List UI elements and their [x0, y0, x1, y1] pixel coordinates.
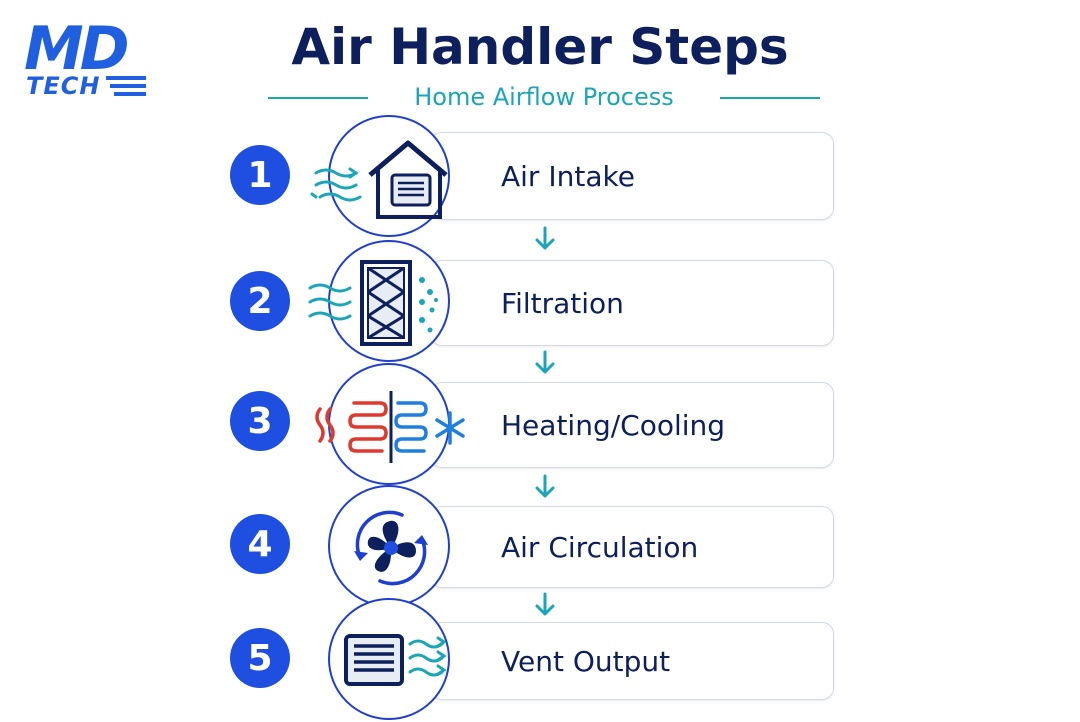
vent-icon	[344, 634, 447, 686]
step-number-badge-1: 1	[230, 145, 290, 205]
logo-speed-lines	[106, 76, 146, 100]
step-number-badge-3: 3	[230, 391, 290, 451]
step-card-5: Vent Output	[430, 622, 834, 700]
step-label-3: Heating/Cooling	[501, 408, 726, 442]
fan-icon	[354, 510, 428, 586]
subtitle-row: Home Airflow Process	[268, 82, 820, 112]
subtitle-rule-left	[268, 97, 368, 99]
step-number-badge-5: 5	[230, 628, 290, 688]
step-card-4: Air Circulation	[430, 506, 834, 588]
flow-arrow-3	[535, 474, 555, 498]
step-label-2: Filtration	[501, 286, 624, 320]
flow-arrow-1	[535, 226, 555, 250]
heating-cooling-coil-icon	[315, 391, 465, 463]
step-number-badge-2: 2	[230, 271, 290, 331]
step-card-2: Filtration	[430, 260, 834, 346]
page-title: Air Handler Steps	[291, 18, 789, 76]
step-icon-circle-1	[310, 115, 450, 237]
flow-arrow-2	[535, 350, 555, 374]
step-label-4: Air Circulation	[501, 530, 699, 564]
step-label-1: Air Intake	[501, 159, 635, 193]
step-label-5: Vent Output	[501, 644, 671, 678]
subtitle-rule-right	[720, 97, 820, 99]
page-subtitle: Home Airflow Process	[414, 83, 674, 111]
flow-arrow-4	[535, 592, 555, 616]
step-icon-circle-5	[328, 598, 450, 720]
step-card-3: Heating/Cooling	[430, 382, 834, 468]
md-tech-logo: MD TECH	[22, 14, 152, 104]
logo-tech-text: TECH	[26, 72, 101, 100]
step-icon-circle-3	[315, 363, 465, 485]
step-number-badge-4: 4	[230, 514, 290, 574]
step-card-1: Air Intake	[430, 132, 834, 220]
logo-md-text: MD	[24, 14, 129, 84]
house-intake-icon	[310, 140, 448, 219]
step-icon-circle-4	[328, 485, 450, 607]
step-icon-circle-2	[308, 240, 450, 362]
filter-icon	[308, 260, 438, 346]
